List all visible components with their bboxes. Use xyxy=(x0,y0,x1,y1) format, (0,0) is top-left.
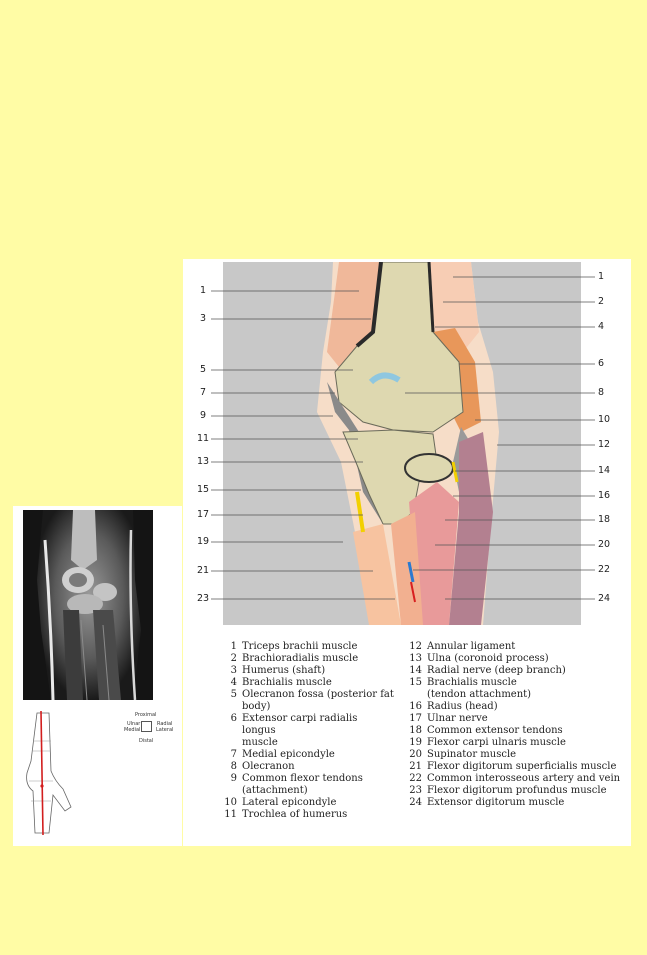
elbow-illustration xyxy=(223,261,581,625)
label-number: 14 xyxy=(598,465,611,476)
label-number: 3 xyxy=(200,313,207,324)
legend-item-cont: (tendon attachment) xyxy=(427,689,532,700)
label-distal: Distal xyxy=(139,738,154,744)
label-number: 23 xyxy=(197,593,210,604)
label-number: 22 xyxy=(598,564,611,575)
leader-lines xyxy=(211,276,595,600)
label-medial: Medial xyxy=(124,727,141,733)
label-number: 1 xyxy=(598,271,605,282)
mri-panel: Proximal Ulnar Medial Radial Lateral Dis… xyxy=(13,506,182,846)
orientation-box xyxy=(141,721,152,732)
label-number: 18 xyxy=(598,514,611,525)
label-number: 17 xyxy=(197,509,210,520)
label-number: 19 xyxy=(197,536,210,547)
legend-item-cont: muscle xyxy=(242,737,278,748)
label-number: 1 xyxy=(200,285,207,296)
label-number: 16 xyxy=(598,490,611,501)
label-number: 24 xyxy=(598,593,611,604)
label-number: 7 xyxy=(200,387,207,398)
mri-image xyxy=(23,510,153,700)
legend-item-cont: body) xyxy=(242,701,271,712)
label-number: 2 xyxy=(598,296,605,307)
label-ulnar: Ulnar xyxy=(127,721,141,727)
figure-panel: 1 3 5 7 9 11 13 15 17 19 21 23 1 2 4 6 8… xyxy=(183,259,631,846)
label-proximal: Proximal xyxy=(135,712,157,718)
label-number: 8 xyxy=(598,387,605,398)
label-number: 15 xyxy=(197,484,210,495)
label-number: 12 xyxy=(598,439,611,450)
label-number: 20 xyxy=(598,539,611,550)
label-number: 6 xyxy=(598,358,605,369)
label-number: 11 xyxy=(197,433,210,444)
label-radial: Radial xyxy=(157,721,173,727)
label-number: 13 xyxy=(197,456,210,467)
label-number: 10 xyxy=(598,414,611,425)
label-number: 5 xyxy=(200,364,207,375)
label-number: 21 xyxy=(197,565,210,576)
label-number: 4 xyxy=(598,321,605,332)
label-number: 9 xyxy=(200,410,207,421)
label-lateral: Lateral xyxy=(156,727,174,733)
legend-item-cont: (attachment) xyxy=(242,785,308,796)
arm-sketch-icon xyxy=(26,711,72,836)
